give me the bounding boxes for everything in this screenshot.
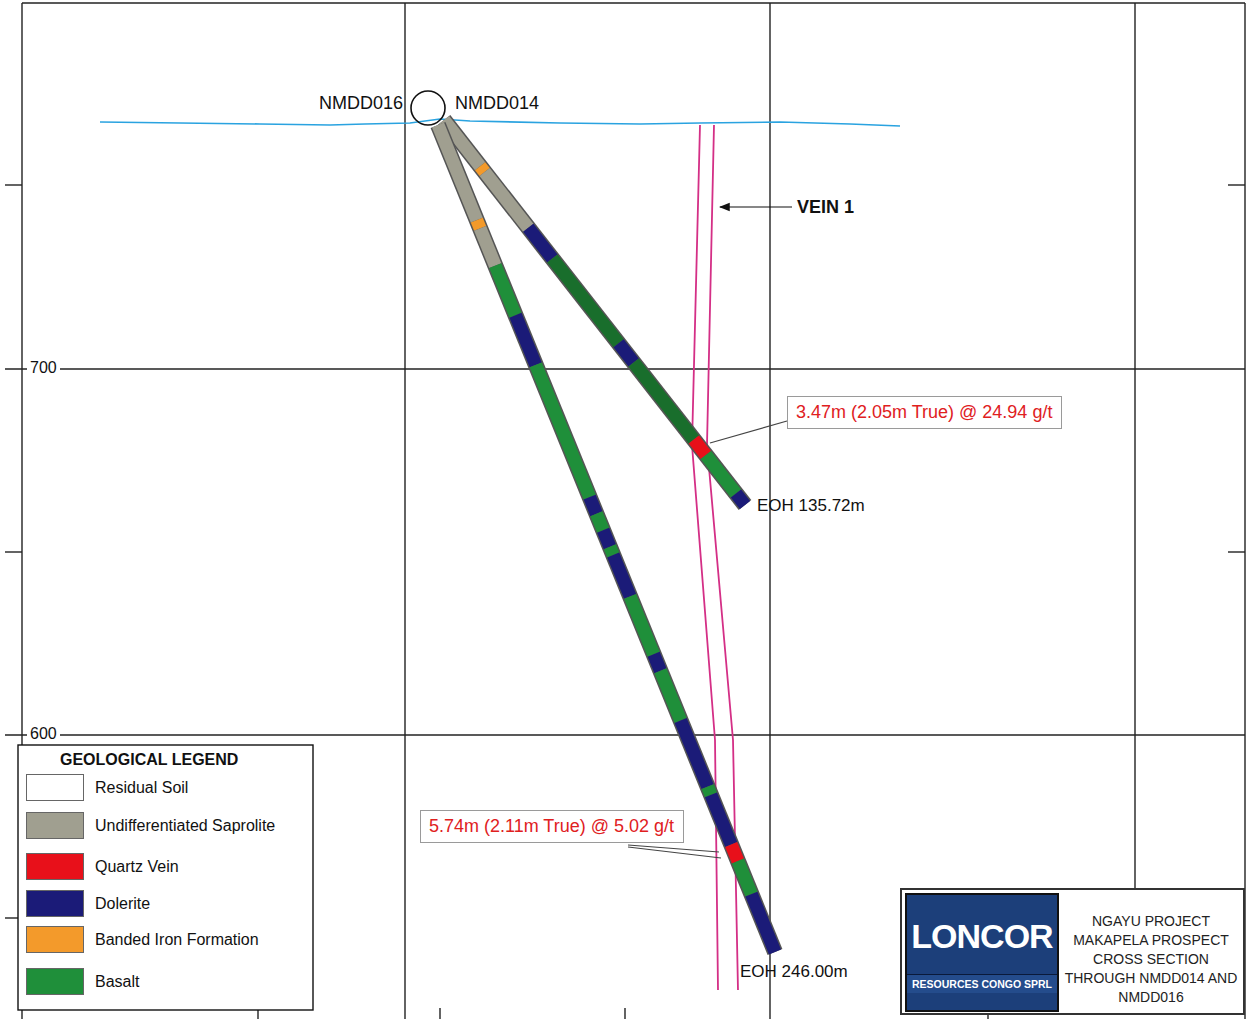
legend-entry: Quartz Vein: [26, 853, 179, 880]
assay-text: 5.74m (2.11m True) @ 5.02 g/t: [429, 816, 675, 837]
legend-text: Quartz Vein: [95, 858, 179, 876]
legend-entry: Banded Iron Formation: [26, 926, 259, 953]
legend-text: Undifferentiated Saprolite: [95, 817, 275, 835]
vein-outline: [692, 125, 738, 990]
legend-swatch: [26, 890, 84, 917]
label-text: EOH 246.00m: [740, 962, 848, 982]
grid: [5, 3, 1245, 1019]
legend-box: [18, 745, 313, 1010]
label-text: 700: [27, 359, 60, 377]
label-text: GEOLOGICAL LEGEND: [60, 751, 238, 769]
label-text: NMDD014: [455, 93, 539, 114]
legend-entry: Undifferentiated Saprolite: [26, 812, 275, 839]
logo-wordmark: LONCOR: [907, 917, 1057, 956]
label-text: VEIN 1: [797, 197, 854, 218]
legend-swatch: [26, 926, 84, 953]
legend-entry: Dolerite: [26, 890, 150, 917]
legend-swatch: [26, 853, 84, 880]
legend-swatch: [26, 774, 84, 801]
legend-text: Residual Soil: [95, 779, 188, 797]
legend-text: Basalt: [95, 973, 139, 991]
label-text: EOH 135.72m: [757, 496, 865, 516]
company-logo: LONCOR RESOURCES CONGO SPRL: [905, 893, 1059, 1012]
legend-swatch: [26, 968, 84, 995]
collar-circle: [411, 91, 445, 125]
title-block: NGAYU PROJECT MAKAPELA PROSPECT CROSS SE…: [900, 888, 1245, 1015]
label-text: 600: [27, 725, 60, 743]
legend-entry: Residual Soil: [26, 774, 188, 801]
assay-callout: 5.74m (2.11m True) @ 5.02 g/t: [420, 810, 684, 843]
title-text: NGAYU PROJECT MAKAPELA PROSPECT CROSS SE…: [1060, 912, 1242, 1007]
leader-lines: [628, 421, 787, 858]
vein-pointer: [720, 206, 792, 207]
assay-text: 3.47m (2.05m True) @ 24.94 g/t: [796, 402, 1053, 423]
ground-surface: [100, 119, 900, 126]
assay-callout: 3.47m (2.05m True) @ 24.94 g/t: [787, 396, 1062, 429]
legend-text: Banded Iron Formation: [95, 931, 259, 949]
label-text: NMDD016: [319, 93, 403, 114]
legend-swatch: [26, 812, 84, 839]
legend-entry: Basalt: [26, 968, 139, 995]
logo-subtitle: RESOURCES CONGO SPRL: [907, 974, 1057, 993]
legend-text: Dolerite: [95, 895, 150, 913]
